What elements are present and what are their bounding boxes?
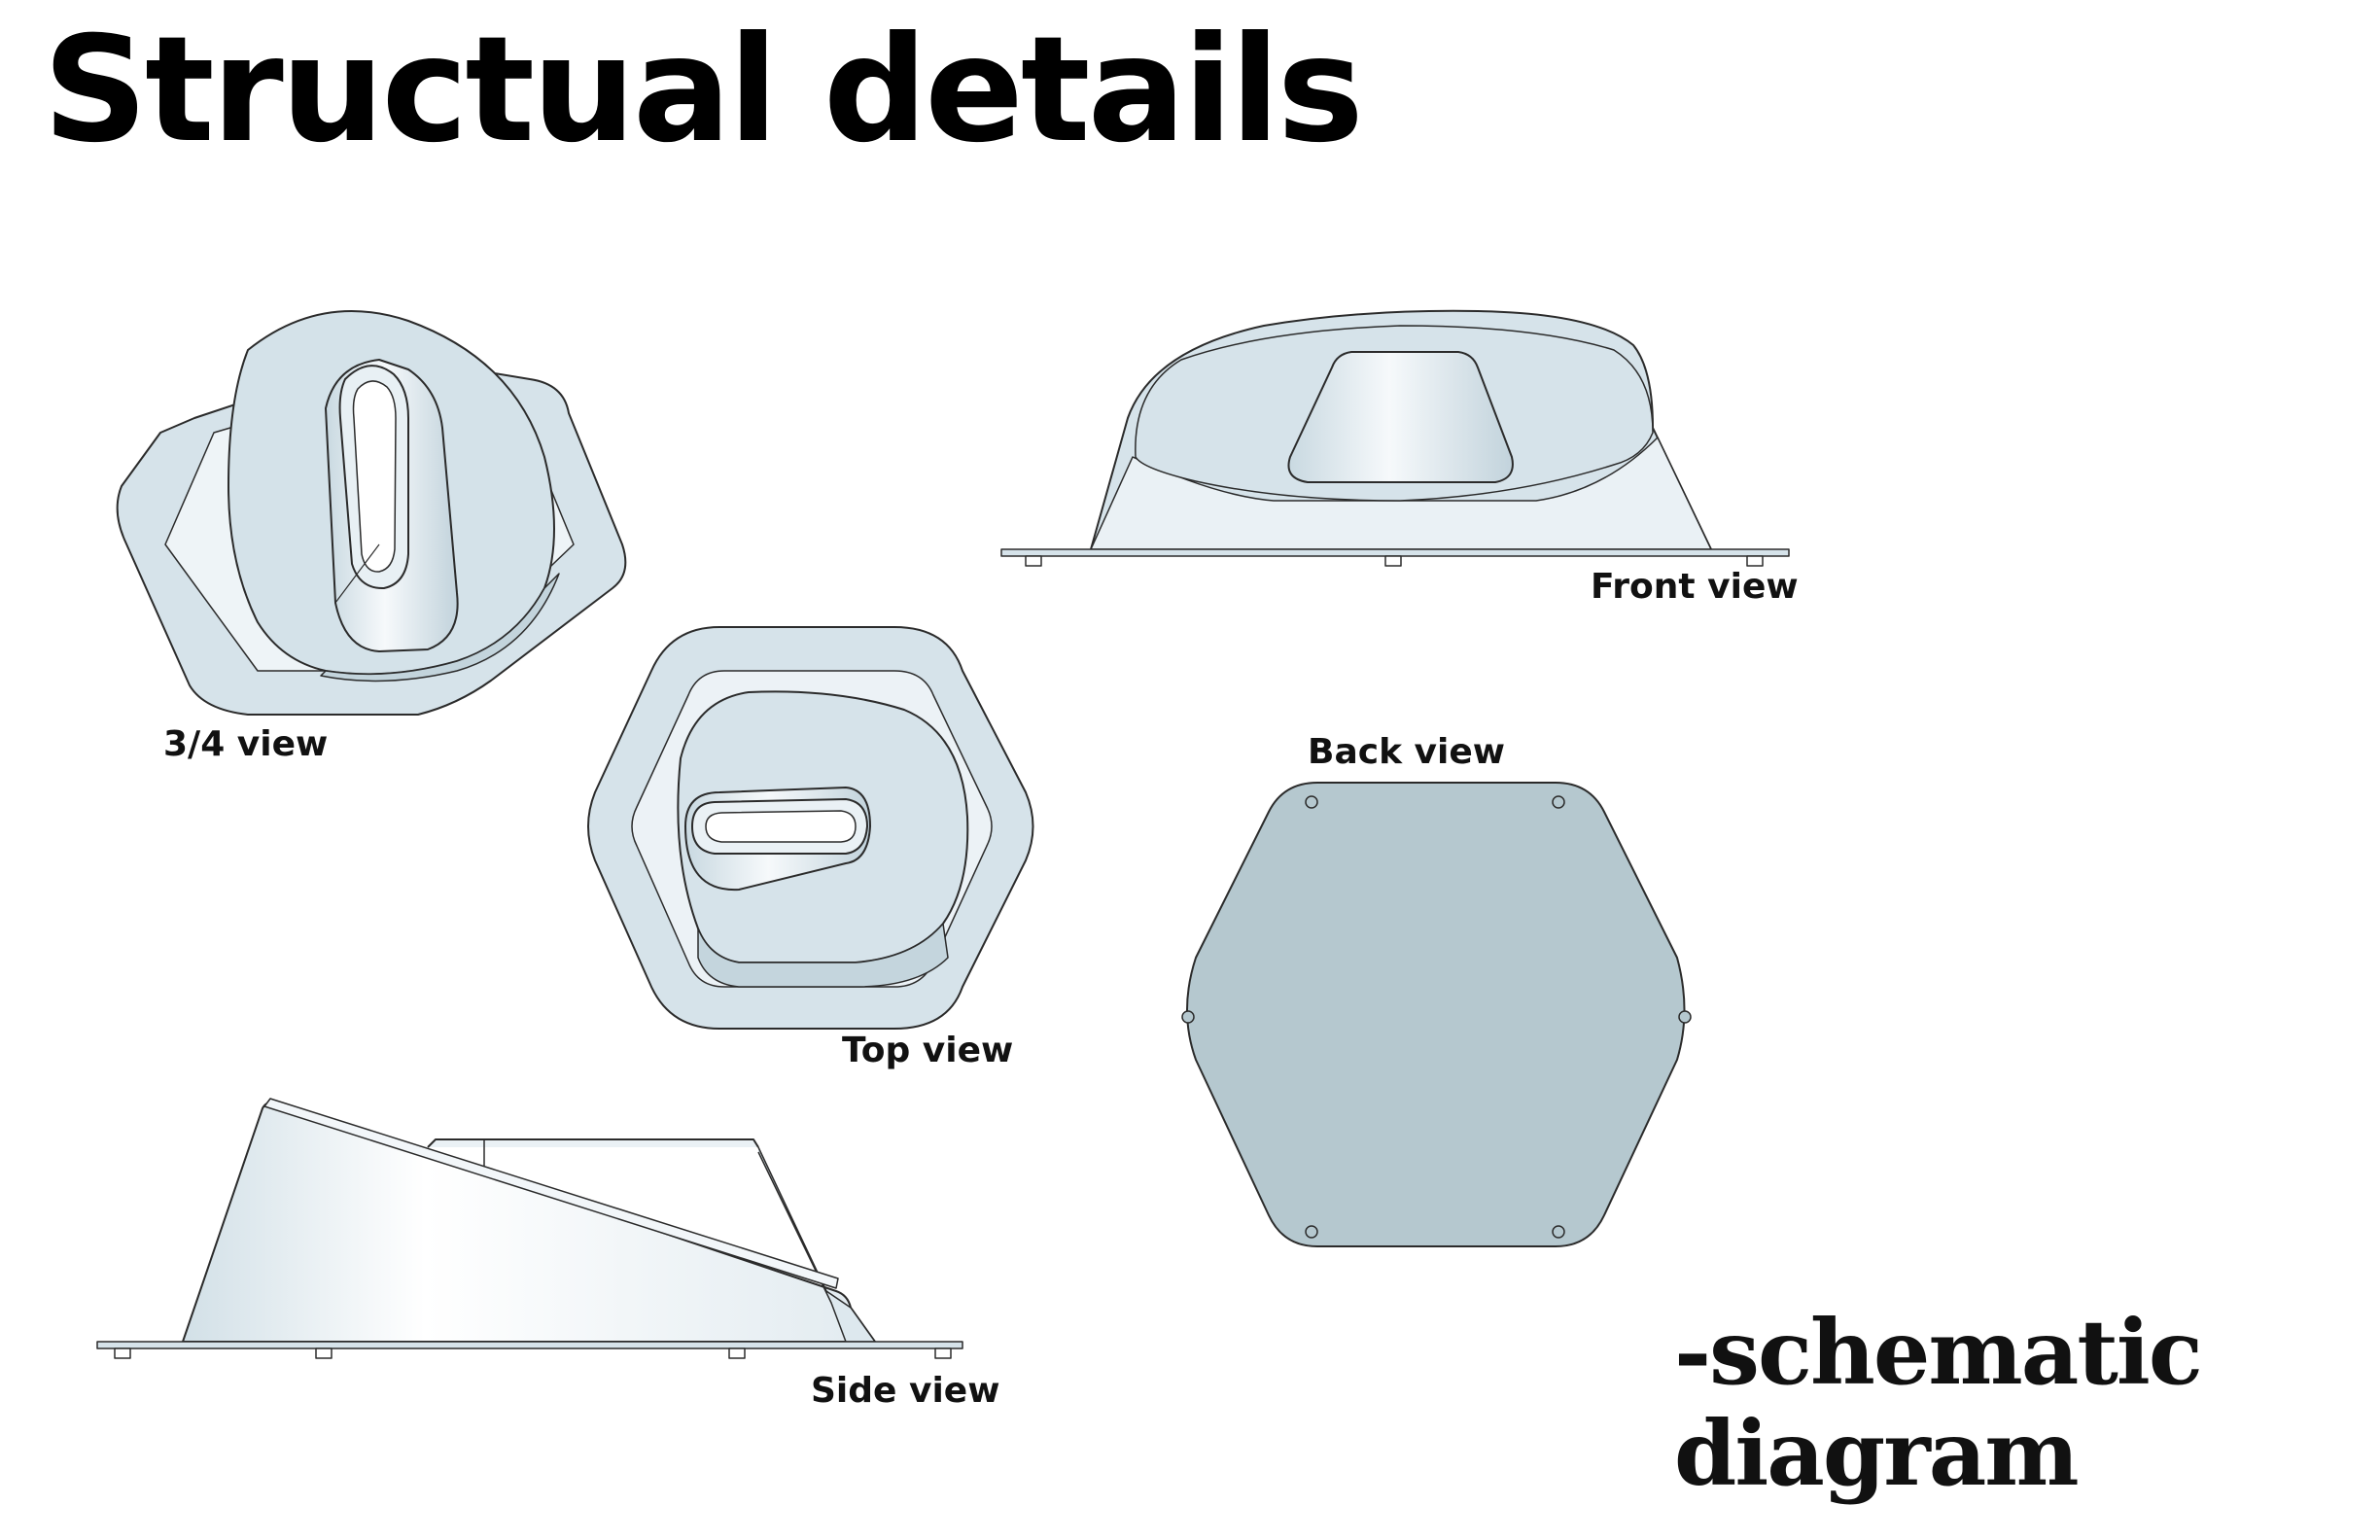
side-view-drawing bbox=[96, 1098, 963, 1359]
front-base-plate bbox=[1000, 548, 1790, 557]
screw-hole bbox=[1305, 795, 1318, 809]
screw-hole bbox=[1552, 1225, 1565, 1239]
top-dome-shadow bbox=[697, 923, 949, 988]
side-foot bbox=[728, 1348, 746, 1359]
screw-hole bbox=[1181, 1010, 1195, 1024]
side-base-plate bbox=[96, 1341, 963, 1349]
side-foot bbox=[114, 1348, 131, 1359]
front-skirt bbox=[1090, 437, 1712, 550]
front-spout bbox=[1287, 351, 1514, 483]
spout-slot-inner bbox=[352, 380, 397, 573]
side-top-flat bbox=[427, 1138, 759, 1148]
screw-hole bbox=[1305, 1225, 1318, 1239]
caption-line-2: diagram bbox=[1674, 1400, 2080, 1506]
front-view-drawing bbox=[1000, 309, 1790, 567]
front-foot bbox=[1746, 555, 1764, 567]
side-foot bbox=[315, 1348, 332, 1359]
back-view-label: Back view bbox=[1308, 732, 1506, 772]
back-view-drawing bbox=[1181, 782, 1692, 1247]
top-view-drawing bbox=[587, 625, 1034, 1030]
spout-edge bbox=[334, 543, 380, 604]
side-view-label: Side view bbox=[811, 1371, 1000, 1411]
dome-rim bbox=[320, 573, 560, 682]
front-foot bbox=[1384, 555, 1402, 567]
side-body bbox=[182, 1101, 876, 1343]
schematic-caption: -schematic diagram bbox=[1674, 1300, 2203, 1506]
back-plate bbox=[1186, 782, 1686, 1247]
front-view-label: Front view bbox=[1591, 567, 1799, 607]
three-quarter-view-label: 3/4 view bbox=[163, 724, 329, 764]
top-view-label: Top view bbox=[842, 1031, 1014, 1070]
side-lip bbox=[263, 1098, 839, 1289]
screw-hole bbox=[1552, 795, 1565, 809]
front-foot bbox=[1025, 555, 1042, 567]
side-foot bbox=[934, 1348, 952, 1359]
caption-line-1: -schematic bbox=[1674, 1300, 2203, 1405]
page-title: Structual details bbox=[43, 6, 1364, 175]
three-quarter-view-drawing bbox=[116, 310, 627, 716]
screw-hole bbox=[1678, 1010, 1692, 1024]
top-slot-inner bbox=[705, 810, 857, 843]
